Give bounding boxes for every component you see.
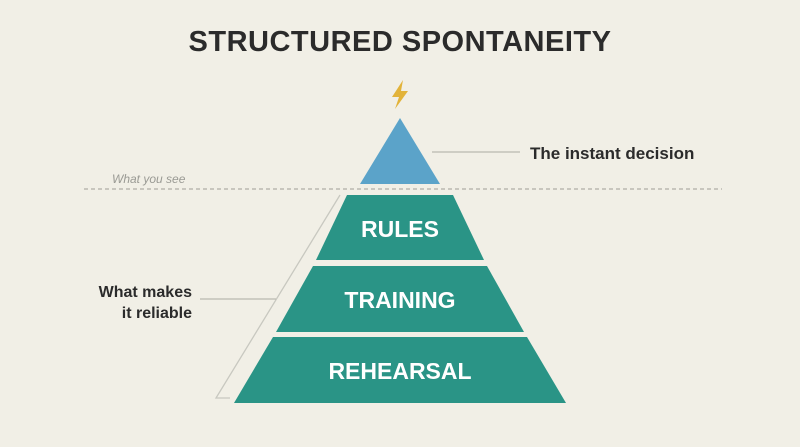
tier-training [276,266,524,332]
page-title: STRUCTURED SPONTANEITY [188,26,612,58]
tier-rehearsal-label: REHEARSAL [328,358,471,384]
tier-rehearsal [234,337,566,403]
side-callout-line1: What makes [99,284,192,301]
pyramid-tip [360,118,440,184]
tier-rules-label: RULES [361,216,439,242]
tier-rules [316,195,484,260]
pyramid-depth-line [214,194,341,399]
divider-label: What you see [112,172,186,186]
top-callout-label: The instant decision [530,144,694,163]
lightning-bolt-icon [392,80,408,109]
tier-training-label: TRAINING [344,287,455,313]
side-callout-line2: it reliable [122,305,192,322]
